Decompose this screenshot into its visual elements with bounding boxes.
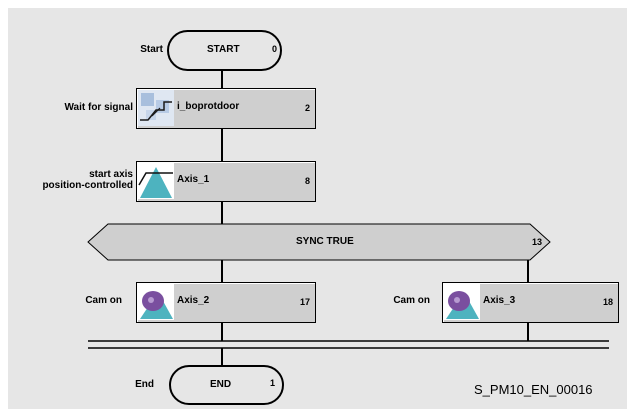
- axis1-label-line2: position-controlled: [42, 180, 133, 191]
- start-text: START: [207, 44, 240, 55]
- wait-signal-block[interactable]: i_boprotdoor 2: [136, 88, 316, 129]
- end-terminal[interactable]: [169, 365, 284, 405]
- cam-right-block[interactable]: Axis_3 18: [442, 282, 619, 323]
- cam-right-label: Cam on: [393, 295, 430, 306]
- cam-left-block[interactable]: Axis_2 17: [136, 282, 316, 323]
- start-step-number: 0: [272, 44, 278, 54]
- sync-text: SYNC TRUE: [296, 236, 354, 247]
- cam-icon: [444, 284, 480, 320]
- sync-block[interactable]: [87, 223, 551, 261]
- axis1-position-block[interactable]: Axis_1 8: [136, 161, 316, 202]
- cam-right-step-number: 18: [602, 297, 613, 307]
- end-label: End: [135, 379, 154, 390]
- diagram-background: [8, 8, 627, 409]
- wait-step-number: 2: [304, 103, 310, 113]
- start-terminal[interactable]: [167, 30, 282, 71]
- axis1-text: Axis_1: [177, 174, 210, 185]
- axis1-label-line1: start axis: [89, 169, 133, 180]
- signal-wait-icon: [138, 90, 174, 126]
- figure-reference-id: S_PM10_EN_00016: [474, 382, 593, 397]
- end-step-number: 1: [270, 378, 276, 388]
- axis-position-icon: [138, 163, 174, 199]
- wait-label: Wait for signal: [64, 102, 133, 113]
- axis1-step-number: 8: [304, 176, 310, 186]
- start-label: Start: [140, 44, 163, 55]
- wait-signal-text: i_boprotdoor: [177, 101, 240, 112]
- cam-icon: [138, 284, 174, 320]
- cam-left-step-number: 17: [299, 297, 310, 307]
- axis1-label: start axis position-controlled: [42, 169, 133, 191]
- cam-right-text: Axis_3: [483, 295, 516, 306]
- sync-step-number: 13: [532, 237, 543, 247]
- cam-left-label: Cam on: [85, 295, 122, 306]
- end-text: END: [210, 379, 232, 390]
- cam-left-text: Axis_2: [177, 295, 210, 306]
